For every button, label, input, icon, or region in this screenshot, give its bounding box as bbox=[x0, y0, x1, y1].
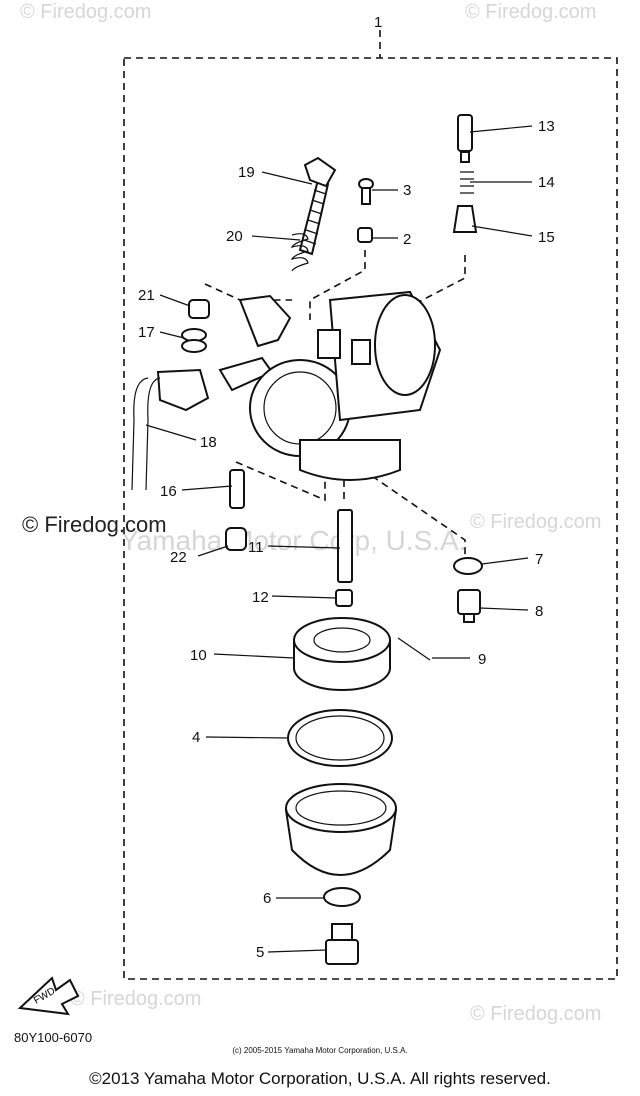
main-nozzle bbox=[337, 509, 353, 583]
cap-22 bbox=[225, 527, 247, 551]
callout-16: 16 bbox=[160, 483, 177, 500]
callout-22: 22 bbox=[170, 549, 187, 566]
ref-line-16 bbox=[235, 461, 326, 502]
carburetor-body bbox=[218, 290, 442, 481]
callout-14: 14 bbox=[538, 174, 555, 191]
callout-15: 15 bbox=[538, 229, 555, 246]
ref-line-7 bbox=[371, 475, 466, 558]
float-bowl bbox=[284, 783, 398, 876]
callout-19: 19 bbox=[238, 164, 255, 181]
pilot-spring bbox=[290, 233, 309, 272]
callout-12: 12 bbox=[252, 589, 269, 606]
watermark-top-right: © Firedog.com bbox=[465, 1, 596, 23]
ref-line-2 bbox=[309, 250, 366, 320]
watermark-corp: Yamaha Motor Corp, U.S.A. bbox=[120, 525, 467, 556]
watermark-top-left: © Firedog.com bbox=[20, 1, 151, 23]
callout-6: 6 bbox=[263, 890, 271, 907]
main-jet bbox=[335, 589, 353, 607]
callout-9: 9 bbox=[478, 651, 486, 668]
callout-3: 3 bbox=[403, 182, 411, 199]
callout-18: 18 bbox=[200, 434, 217, 451]
callout-17: 17 bbox=[138, 324, 155, 341]
small-copyright: (c) 2005-2015 Yamaha Motor Corporation, … bbox=[232, 1046, 408, 1055]
drain-screw bbox=[457, 589, 481, 623]
callout-13: 13 bbox=[538, 118, 555, 135]
watermark-bottom-right: © Firedog.com bbox=[470, 1003, 601, 1025]
float-bowl-gasket bbox=[287, 709, 393, 767]
callout-5: 5 bbox=[256, 944, 264, 961]
choke-cable bbox=[131, 368, 210, 491]
bolt-16 bbox=[229, 469, 245, 509]
callout-10: 10 bbox=[190, 647, 207, 664]
drain-plug bbox=[325, 923, 359, 965]
spring-17 bbox=[181, 328, 207, 353]
watermark-main: © Firedog.com bbox=[22, 512, 167, 537]
pilot-screw bbox=[298, 156, 337, 256]
float bbox=[293, 617, 391, 691]
cap-21 bbox=[188, 299, 210, 319]
copyright-footer: ©2013 Yamaha Motor Corporation, U.S.A. A… bbox=[89, 1069, 551, 1088]
throttle-stop-nut bbox=[357, 227, 373, 243]
float-pin bbox=[397, 637, 431, 661]
needle-valve-set bbox=[452, 114, 478, 233]
callout-21: 21 bbox=[138, 287, 155, 304]
callout-7: 7 bbox=[535, 551, 543, 568]
watermark-mid-right: © Firedog.com bbox=[470, 511, 601, 533]
callout-11: 11 bbox=[248, 539, 264, 556]
callout-1: 1 bbox=[374, 14, 382, 31]
fwd-arrow-icon: FWD bbox=[17, 976, 80, 1016]
callout-2: 2 bbox=[403, 231, 411, 248]
washer-7 bbox=[453, 557, 483, 575]
callout-4: 4 bbox=[192, 729, 200, 746]
gasket-6 bbox=[323, 887, 361, 907]
watermark-bottom-left: © Firedog.com bbox=[70, 988, 201, 1010]
callout-20: 20 bbox=[226, 228, 243, 245]
assembly-border bbox=[123, 57, 618, 980]
callout-8: 8 bbox=[535, 603, 543, 620]
small-screw bbox=[358, 178, 374, 205]
part-code: 80Y100-6070 bbox=[14, 1030, 93, 1045]
leader-lines bbox=[145, 125, 533, 953]
ref-line-19 bbox=[204, 283, 292, 301]
